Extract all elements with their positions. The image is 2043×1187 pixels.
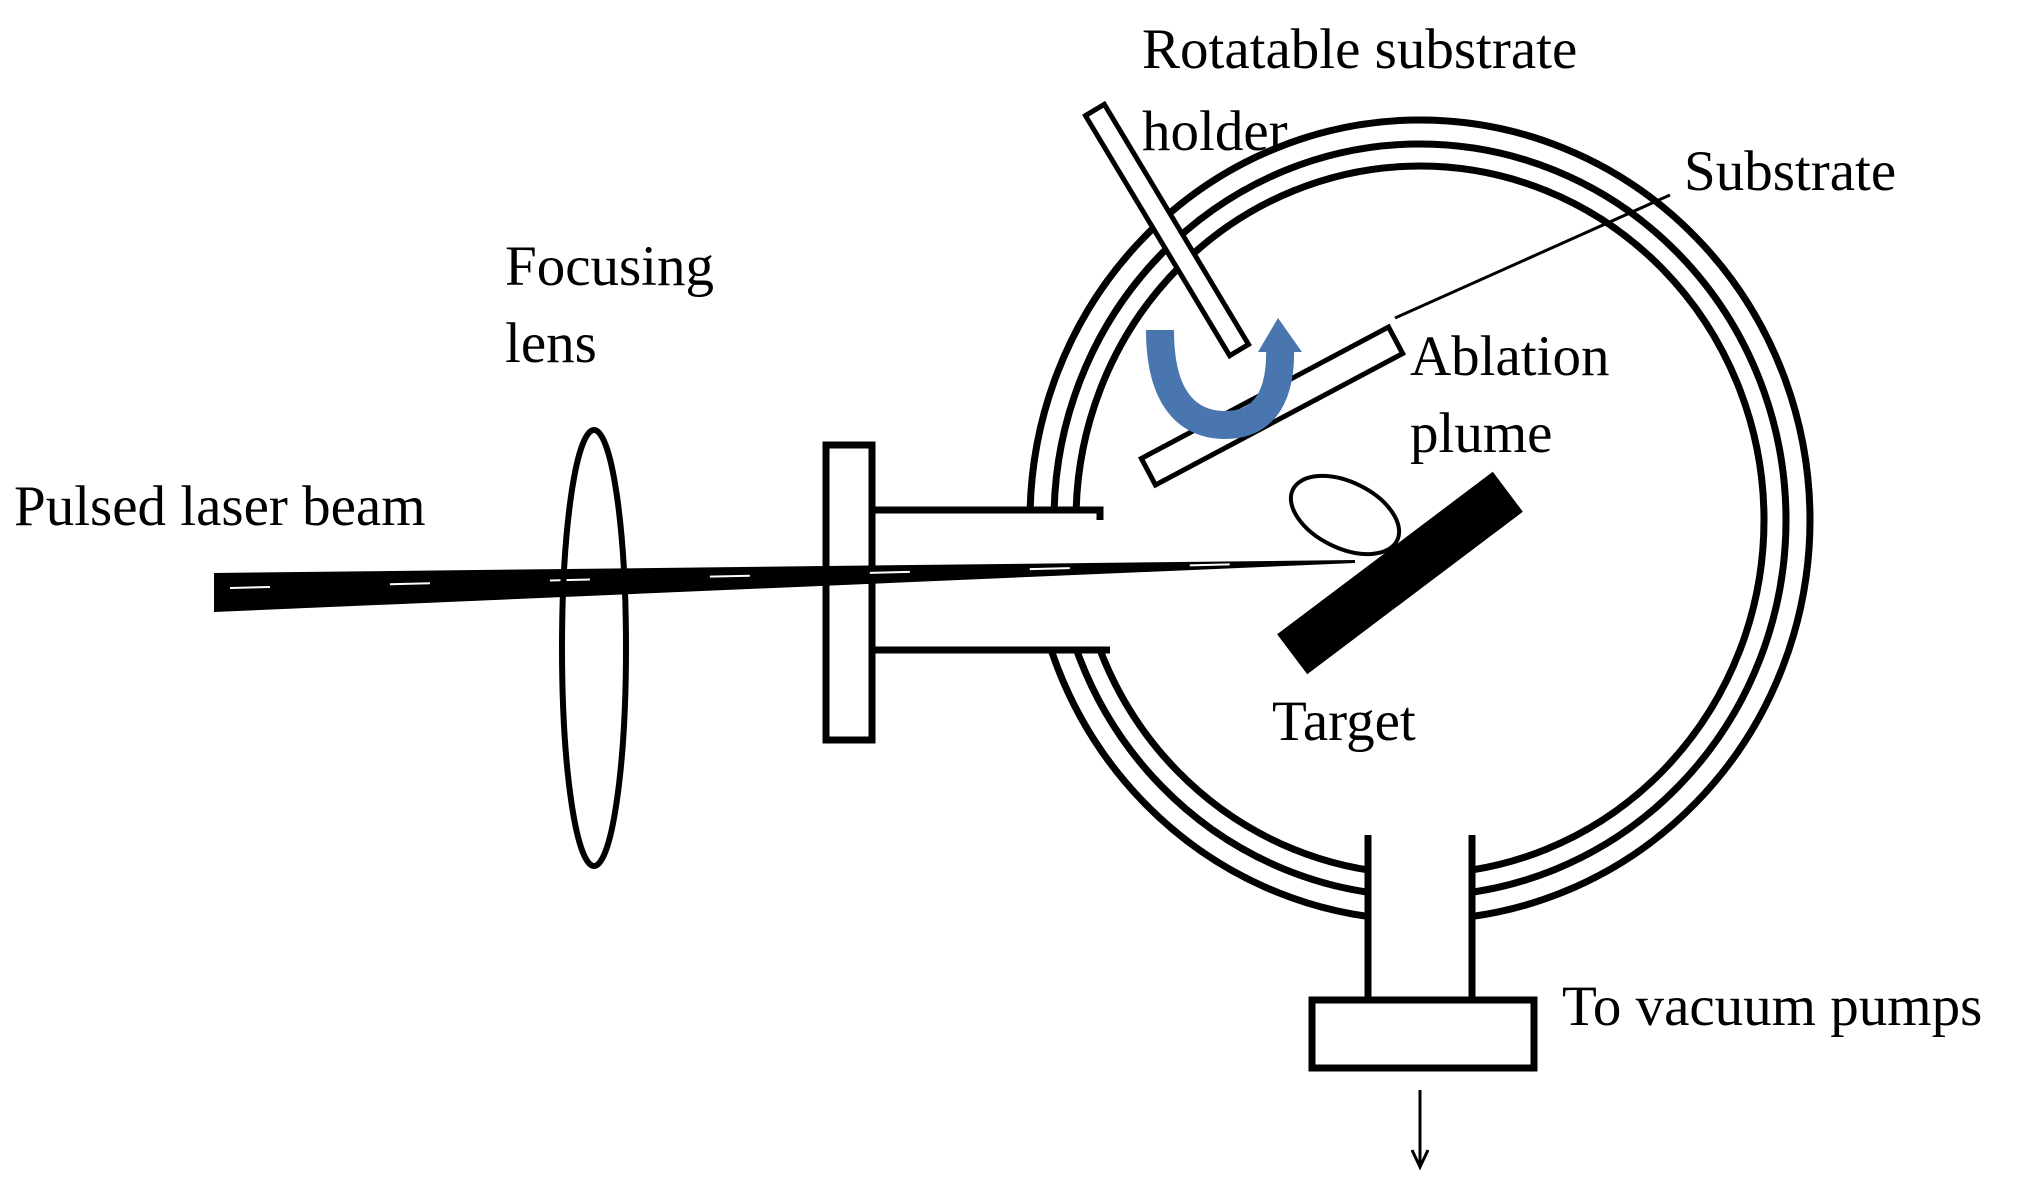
- label-pulsed-laser-beam: Pulsed laser beam: [14, 475, 426, 538]
- label-rotatable-substrate-holder-line2: holder: [1142, 100, 1288, 163]
- label-ablation-plume-line1: Ablation: [1410, 325, 1609, 388]
- exhaust-flange: [1308, 996, 1538, 1072]
- substrate-holder-assembly: [1082, 100, 1407, 489]
- target-assembly: [1277, 471, 1523, 675]
- substrate-leader-line: [1394, 193, 1671, 320]
- input-port-tube: [872, 506, 1110, 654]
- exhaust-port: [1308, 830, 1538, 1171]
- label-focusing-lens-line1: Focusing: [505, 235, 714, 298]
- vacuum-chamber: [1026, 116, 1814, 924]
- label-substrate: Substrate: [1684, 140, 1896, 203]
- input-port-flange: [822, 441, 876, 744]
- exhaust-tube: [1364, 835, 1476, 1000]
- target: [1277, 471, 1523, 675]
- label-rotatable-substrate-holder-line1: Rotatable substrate: [1142, 18, 1577, 81]
- ablation-plume: [1288, 473, 1402, 557]
- chamber-middle-wall: [1050, 140, 1790, 900]
- curved-rotation-arrow-icon: [1146, 318, 1302, 440]
- rotatable-substrate-holder: [1082, 100, 1252, 360]
- arrow-down-icon: [1410, 1090, 1430, 1171]
- laser-beam: [214, 560, 1355, 612]
- laser-beam-wedge: [214, 560, 1355, 612]
- chamber-outer-wall: [1026, 116, 1814, 924]
- label-focusing-lens-line2: lens: [505, 312, 597, 375]
- laser-beam-highlight: [229, 561, 1331, 589]
- labels: Rotatable substrate holder Substrate Foc…: [14, 18, 1982, 1038]
- focusing-lens: [559, 427, 629, 869]
- label-to-vacuum-pumps: To vacuum pumps: [1562, 975, 1982, 1038]
- label-target: Target: [1272, 690, 1416, 753]
- label-ablation-plume-line2: plume: [1410, 402, 1552, 465]
- exhaust-tube-mask: [1368, 830, 1472, 1005]
